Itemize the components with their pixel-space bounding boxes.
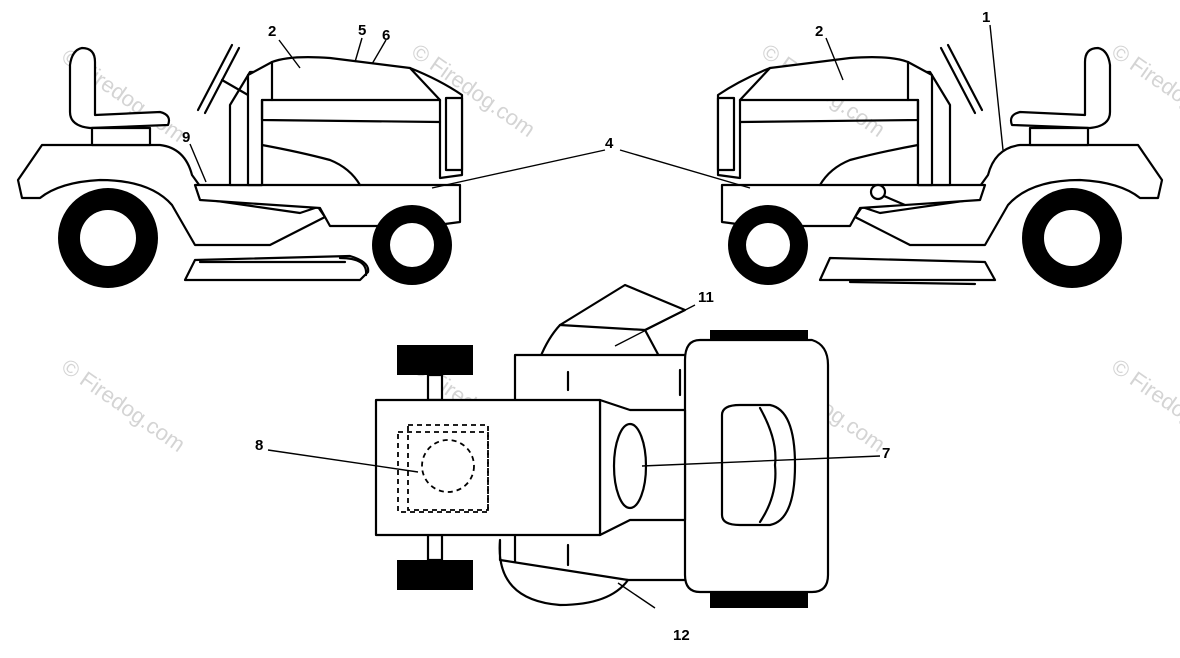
callout-7: 7 (882, 445, 890, 462)
hood-top (374, 398, 602, 537)
steering-wheel-top (612, 422, 648, 510)
mower-deck (183, 254, 370, 282)
callout-8: 8 (255, 437, 263, 454)
rear-fender (853, 143, 1164, 247)
callout-12: 12 (673, 627, 690, 644)
callout-1: 1 (982, 9, 990, 26)
hood (716, 56, 934, 187)
front-tire-bottom (397, 560, 473, 590)
front-tire-top (397, 345, 473, 375)
right-side-view (716, 43, 1164, 288)
watermark: © Firedog.com (57, 354, 190, 457)
callout-4: 4 (605, 135, 614, 152)
callout-9: 9 (182, 129, 190, 146)
seat-top (720, 403, 797, 527)
callout-6: 6 (382, 27, 390, 44)
callout-11: 11 (698, 289, 714, 306)
grille (716, 96, 736, 172)
mower-deck (818, 256, 997, 282)
rear-tire-bottom (710, 590, 808, 608)
grille (444, 96, 464, 172)
watermark: © Firedog.com (1107, 39, 1180, 142)
callout-5: 5 (358, 22, 366, 39)
steering-wheel (939, 43, 984, 115)
callouts: 2 5 6 9 4 2 1 8 7 11 12 (182, 9, 990, 644)
left-side-view (16, 43, 464, 288)
rear-fender (16, 143, 327, 247)
seat (68, 46, 171, 130)
callout-2-left: 2 (268, 23, 276, 40)
watermark: © Firedog.com (1107, 354, 1180, 457)
callout-2-right: 2 (815, 23, 823, 40)
seat (1009, 46, 1112, 130)
lift-lever (869, 183, 887, 201)
top-view (374, 283, 830, 608)
hood (246, 56, 464, 187)
leader-lines (189, 24, 1004, 609)
